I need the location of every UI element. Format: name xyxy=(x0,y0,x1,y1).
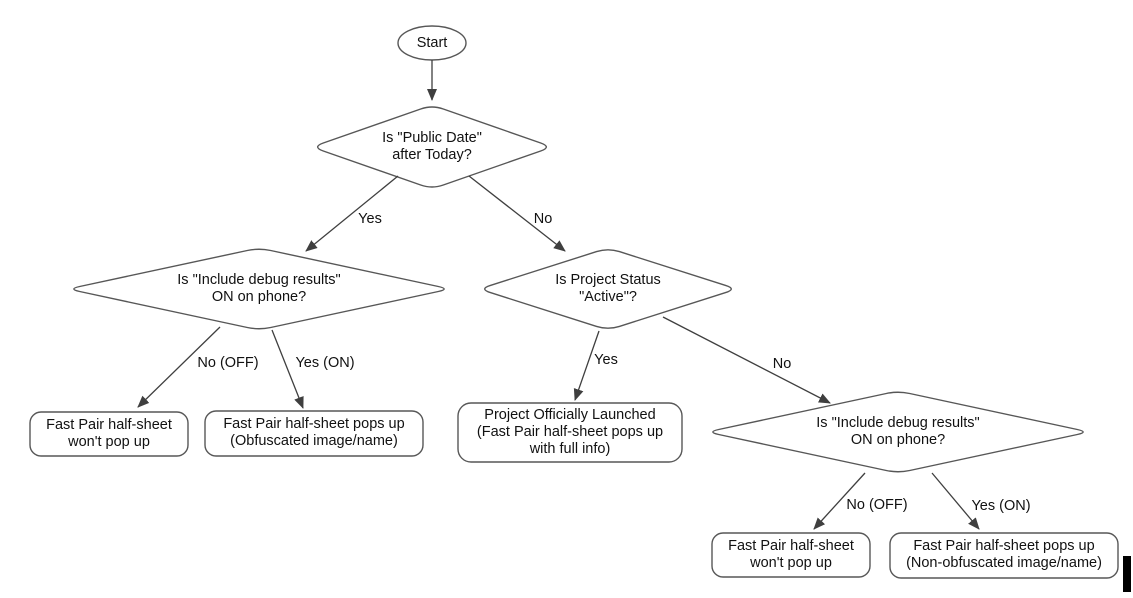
decision-public-date-shape xyxy=(316,106,548,188)
arrow-yeson-to-non-obfuscated xyxy=(931,472,980,530)
arrow-no-to-project-status xyxy=(468,175,566,252)
decision-project-status-label: Is Project Status "Active"? xyxy=(555,272,661,305)
arrow-nooff-to-wont-popup-right xyxy=(813,472,866,530)
arrow-nooff-to-wont-popup-left xyxy=(137,326,221,408)
result-wont-popup-right-label: Fast Pair half-sheet won't pop up xyxy=(728,538,854,571)
decision-public-date-label: Is "Public Date" after Today? xyxy=(382,130,482,163)
edge-label-yes-on-right: Yes (ON) xyxy=(971,498,1031,514)
result-wont-popup-left-shape xyxy=(29,411,189,457)
edge-label-yes-on-left: Yes (ON) xyxy=(295,355,355,371)
result-launched-label: Project Officially Launched (Fast Pair h… xyxy=(476,407,664,457)
edge-label-no-off-left: No (OFF) xyxy=(197,355,259,371)
decision-project-status-shape xyxy=(484,249,733,329)
result-non-obfuscated-shape xyxy=(889,532,1119,579)
result-obfuscated-label: Fast Pair half-sheet pops up (Obfuscated… xyxy=(223,416,405,449)
edge-label-no-middle: No xyxy=(772,356,792,372)
edge-label-yes-middle: Yes xyxy=(594,352,618,368)
start-label: Start xyxy=(416,35,448,51)
text-cursor-artifact xyxy=(1123,556,1131,592)
decision-debug-left-label: Is "Include debug results" ON on phone? xyxy=(177,272,341,305)
arrow-yeson-to-obfuscated xyxy=(271,329,304,409)
result-obfuscated-shape xyxy=(204,410,424,457)
arrow-yes-to-launched xyxy=(573,330,600,401)
decision-debug-right-label: Is "Include debug results" ON on phone? xyxy=(816,415,980,448)
edge-label-yes-left: Yes xyxy=(358,211,382,227)
result-wont-popup-right-shape xyxy=(711,532,871,578)
result-launched-shape xyxy=(457,402,683,463)
result-wont-popup-left-label: Fast Pair half-sheet won't pop up xyxy=(46,417,172,450)
decision-debug-left-shape xyxy=(73,248,445,330)
decision-debug-right-shape xyxy=(712,391,1084,473)
arrow-yes-to-debug-left xyxy=(305,175,399,252)
edge-label-no-right: No xyxy=(533,211,553,227)
edge-label-no-off-right: No (OFF) xyxy=(846,497,908,513)
arrow-no-to-debug-right xyxy=(662,316,831,404)
result-non-obfuscated-label: Fast Pair half-sheet pops up (Non-obfusc… xyxy=(906,538,1102,571)
